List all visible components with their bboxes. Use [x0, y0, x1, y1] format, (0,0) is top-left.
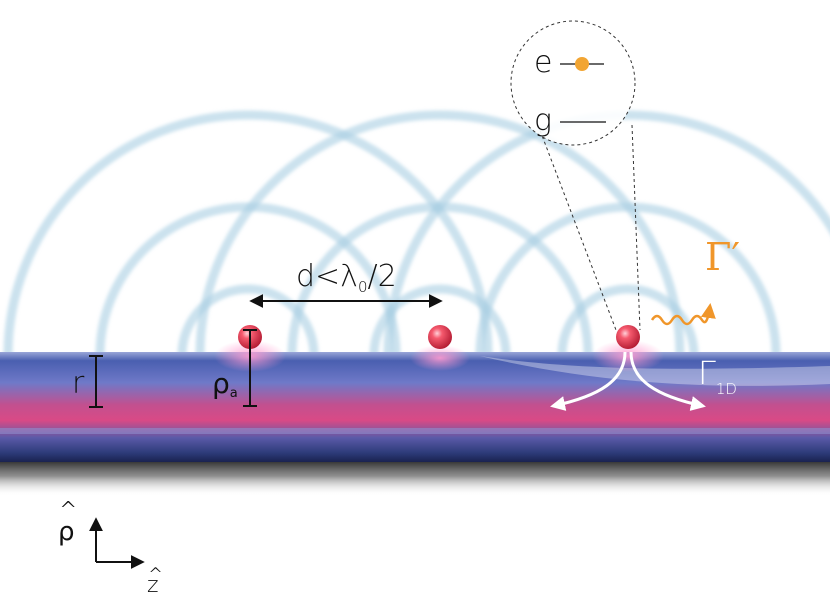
atom-glow-3: [592, 340, 664, 372]
wavefront-atom2-r3: [195, 110, 685, 356]
fiber-shadow: [0, 456, 830, 496]
fiber-radius-bracket: [89, 355, 103, 408]
coordinate-axes: [89, 517, 145, 569]
free-space-rate-label: Γ′: [705, 235, 740, 279]
wavefront-atom1-r3: [3, 110, 493, 356]
excited-state-population: [575, 57, 589, 71]
fiber-highlight: [480, 356, 830, 386]
atom-3: [616, 325, 640, 349]
excited-state-label: e: [534, 45, 552, 80]
wavefront-atom1-r1: [177, 284, 319, 356]
atom-2: [428, 325, 452, 349]
atom-distance-label: ρa: [212, 367, 238, 401]
axis-rho-hat: ^: [59, 498, 77, 523]
free-space-emission-wave: [650, 303, 716, 326]
wavefront-atom2-r1: [369, 284, 511, 356]
wavefront-atom3-r2: [475, 202, 781, 356]
wavefront-atom3-r3: [383, 110, 830, 356]
guided-rate-label: Γ1D: [698, 354, 737, 398]
fiber-sheen: [0, 428, 830, 434]
fiber-radius-label: r: [72, 366, 85, 401]
spacing-label: d<λ0/2: [296, 259, 397, 296]
wavefront-atom3-r1: [557, 284, 699, 356]
atom-glow-2: [410, 345, 470, 371]
wavefronts: [3, 110, 830, 356]
guided-emission-arrows: [550, 351, 706, 411]
axis-z-label: z: [147, 573, 159, 598]
axis-z-hat: ^: [148, 564, 163, 585]
axis-rho-label: ρ: [58, 517, 75, 547]
atom-distance-bracket: [243, 329, 257, 407]
ground-state-label: g: [534, 103, 552, 138]
energy-level-inset: e g: [510, 20, 641, 331]
